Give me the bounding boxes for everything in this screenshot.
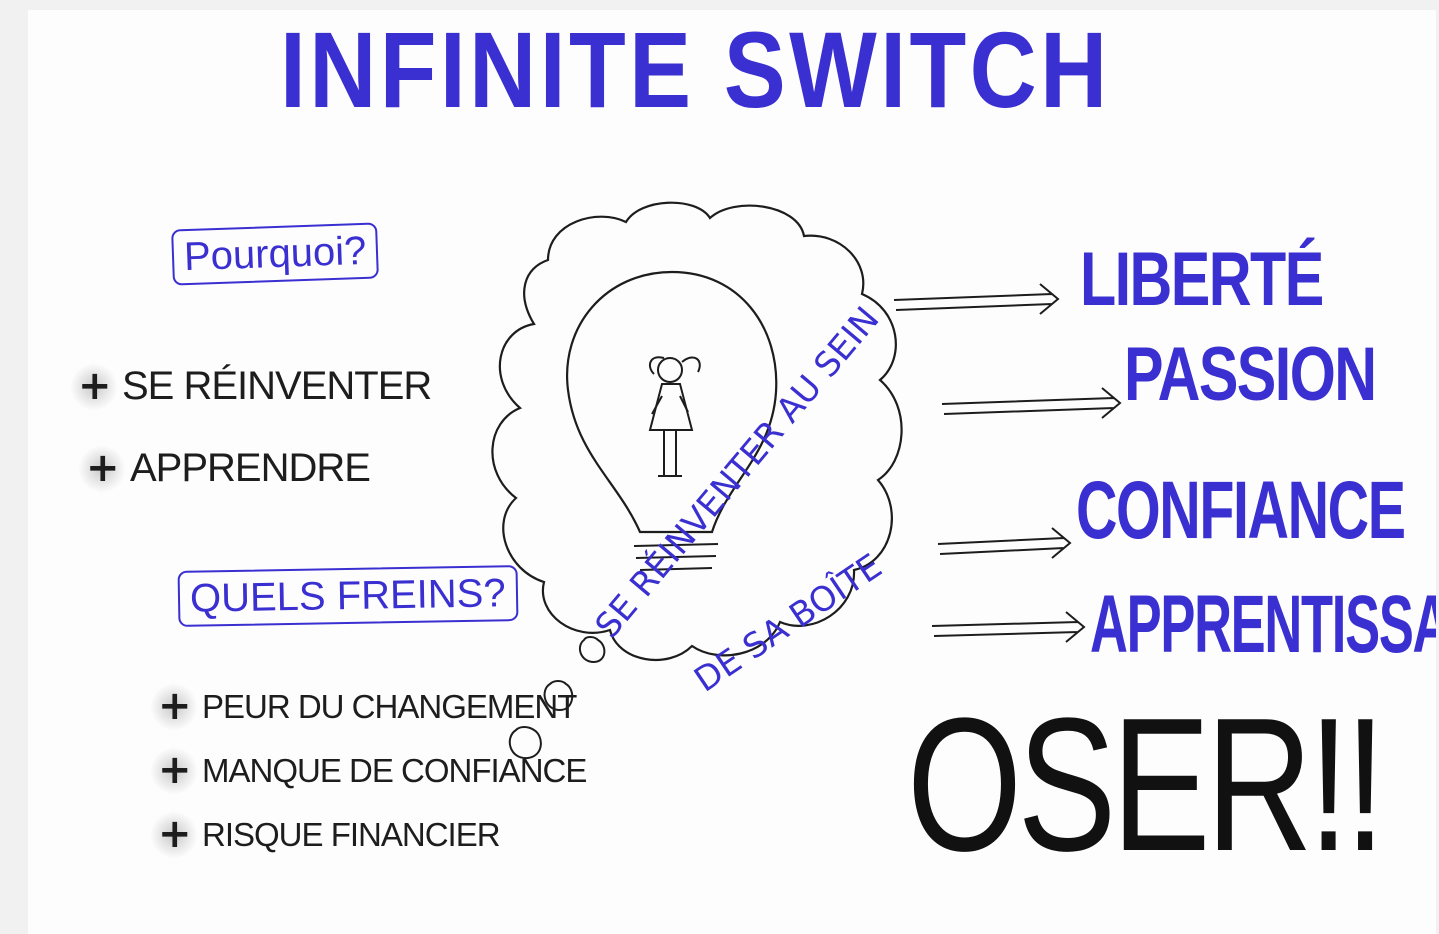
thought-bubble-icon [508, 636, 606, 760]
plus-icon [70, 362, 118, 411]
outcome-liberte: LIBERTÉ [1080, 237, 1324, 322]
list-item: APPRENDRE [78, 444, 371, 493]
list-item: RISQUE FINANCIER [150, 811, 501, 859]
outcome-confiance: CONFIANCE [1076, 465, 1406, 556]
plus-icon [150, 683, 198, 731]
list-item-label: RISQUE FINANCIER [202, 816, 501, 853]
plus-icon [150, 811, 198, 859]
outcome-apprentissage: APPRENTISSAGE [1090, 579, 1436, 670]
outcome-passion: PASSION [1124, 332, 1377, 417]
list-item-label: PEUR DU CHANGEMENT [202, 688, 577, 725]
whiteboard-drawing: INFINITE SWITCH Pourquoi? SE RÉINVENTER … [28, 10, 1436, 934]
list-item: PEUR DU CHANGEMENT [150, 683, 577, 731]
lightbulb-icon [566, 270, 778, 534]
conclusion-oser: OSER!! [906, 679, 1386, 891]
plus-icon [150, 747, 198, 795]
person-figure-icon [648, 356, 701, 477]
list-item-label: SE RÉINVENTER [122, 364, 432, 408]
sketch-drawing [491, 201, 1122, 760]
thought-cloud-icon [491, 201, 903, 661]
list-item-label: APPRENDRE [130, 446, 371, 490]
arrow-icon [893, 283, 1122, 643]
plus-icon [78, 444, 126, 493]
list-item: SE RÉINVENTER [70, 362, 432, 411]
page-title: INFINITE SWITCH [280, 10, 1111, 130]
